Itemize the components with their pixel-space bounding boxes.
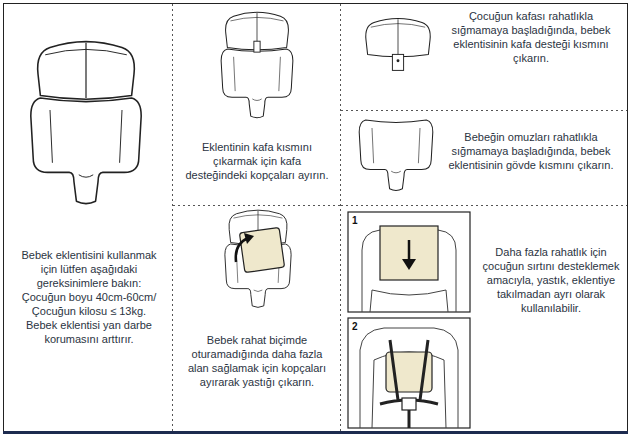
illustration-part	[225, 210, 291, 307]
step-1-panel	[348, 212, 470, 312]
bottom-band	[3, 431, 628, 434]
illustration-part	[398, 19, 399, 54]
step-2-panel	[348, 318, 470, 428]
instruction-text: Bebeğin omuzları rahatlıkla sığmamaya ba…	[441, 130, 621, 172]
instruction-cell: Daha fazla rahatlık için çocuğun sırtını…	[476, 243, 626, 317]
headrest-part	[366, 18, 430, 70]
curved-arrow	[236, 238, 248, 262]
illustration-part	[341, 110, 627, 111]
insert-pillow-removal	[225, 210, 291, 307]
body-part	[359, 120, 433, 190]
illustration-part	[254, 41, 260, 52]
insert-headrest-buckles	[221, 12, 293, 117]
instruction-text: Bebek rahat biçimde oturamadığında daha …	[183, 333, 331, 389]
down-arrow	[402, 259, 416, 270]
illustration-part	[341, 205, 627, 206]
callout-number: 2	[351, 321, 359, 332]
instruction-cell: Bebek rahat biçimde oturamadığında daha …	[180, 331, 334, 391]
illustration-part	[221, 12, 293, 117]
instruction-text: Eklentinin kafa kısmını çıkarmak için ka…	[183, 140, 331, 182]
pillow	[239, 227, 284, 272]
instruction-cell: Bebeğin omuzları rahatlıkla sığmamaya ba…	[438, 128, 624, 174]
illustration-part	[397, 59, 400, 62]
instruction-text: Çocuğun kafası rahatlıkla sığmamaya başl…	[441, 9, 621, 65]
illustration-part	[348, 212, 470, 312]
illustration-part	[172, 4, 173, 431]
instruction-text: Bebek eklentisini kullanmak için lütfen …	[15, 248, 163, 346]
illustration-part	[370, 290, 448, 312]
pillow	[380, 226, 438, 280]
instruction-cell: Çocuğun kafası rahatlıkla sığmamaya başl…	[438, 7, 624, 67]
illustration-part	[31, 42, 141, 204]
instruction-cell: Eklentinin kafa kısmını çıkarmak için ka…	[180, 138, 334, 184]
buckle	[402, 398, 416, 410]
callout-number: 1	[351, 215, 359, 226]
illustration-part	[239, 227, 284, 272]
baby-insert-drawing	[31, 42, 141, 204]
arrow-head	[244, 233, 254, 244]
illustration-part	[380, 340, 438, 404]
illustration-part	[340, 4, 341, 431]
grid-lines	[3, 4, 628, 433]
illustration-part	[360, 328, 458, 428]
illustration-part	[359, 120, 433, 190]
illustration-part	[348, 318, 470, 428]
instruction-text: Daha fazla rahatlık için çocuğun sırtını…	[479, 245, 623, 315]
illustration-part	[372, 352, 446, 428]
illustration-part	[173, 4, 628, 431]
illustration-part	[408, 410, 411, 428]
outer-border	[4, 4, 628, 432]
illustration-part	[408, 240, 411, 262]
illustration-part	[392, 54, 403, 70]
illustration-part	[173, 205, 340, 206]
instruction-cell: Bebek eklentisini kullanmak için lütfen …	[12, 246, 166, 348]
illustration-part	[366, 18, 430, 56]
